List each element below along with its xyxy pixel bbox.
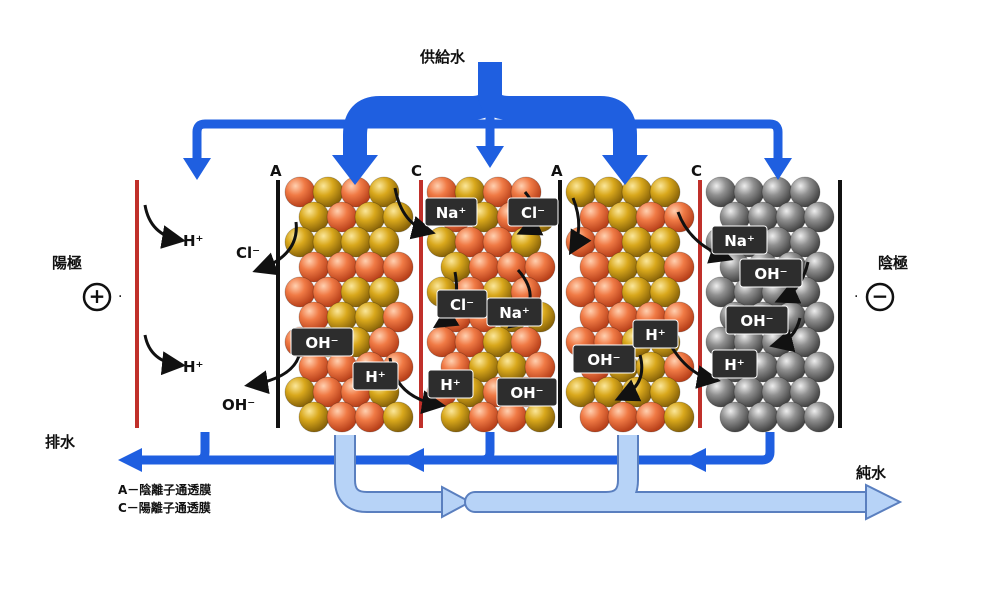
resin-bead [747,401,779,433]
legend-anion-membrane: A－陰離子通透膜 [118,482,211,497]
resin-bead [326,401,358,433]
resin-bead [663,401,695,433]
resin-bead [607,401,639,433]
ion-label-oh-3: OH⁻ [587,351,620,369]
ion-label-h-3: H⁺ [645,326,665,344]
resin-bead [649,276,681,308]
ion-label-oh-4: OH⁻ [754,265,787,283]
resin-bead [382,301,414,333]
resin-beads [284,176,835,433]
anion-membrane-1 [276,180,280,428]
resin-bead [368,276,400,308]
cathode-plate [838,180,842,428]
resin-bead [789,176,821,208]
resin-bead [649,376,681,408]
ion-label-h-2: H⁺ [440,376,460,394]
ion-oh-free: OH⁻ [222,396,255,414]
ion-label-h-1: H⁺ [365,368,385,386]
svg-text:·: · [118,289,122,305]
cation-membrane-1 [419,180,423,428]
ion-box-bg [290,327,354,357]
resin-bead [803,251,835,283]
anode-label: 陽極 [52,254,82,272]
feed-water-flow [183,62,792,185]
resin-bead [789,376,821,408]
resin-bead [635,401,667,433]
resin-bead [649,226,681,258]
ion-label-na-1: Na⁺ [436,204,467,222]
resin-bead [663,351,695,383]
resin-bead [719,401,751,433]
ion-box-bg [632,319,679,349]
resin-bead [524,251,556,283]
ion-label-oh-5: OH⁻ [740,312,773,330]
ion-label-cl-1: Cl⁻ [521,204,545,222]
ion-label-na-2: Na⁺ [499,304,530,322]
ion-label-oh-1: OH⁻ [305,334,338,352]
ion-label-na-3: Na⁺ [724,232,755,250]
resin-bead [663,251,695,283]
svg-text:+: + [89,284,106,308]
ion-label-cl-2: Cl⁻ [450,296,474,314]
resin-bead [775,401,807,433]
ion-cl-free: Cl⁻ [236,244,260,262]
membrane-mark-a1: A [270,162,282,180]
resin-bead [803,351,835,383]
ion-box-bg [496,377,558,407]
resin-bead [368,226,400,258]
ion-box-bg [486,297,543,327]
resin-bead [368,326,400,358]
membranes [276,180,702,428]
drain-flow [118,432,775,472]
svg-text:−: − [872,284,889,308]
anion-membrane-2 [558,180,562,428]
ion-h-plus-2: H⁺ [183,358,203,376]
ion-box-bg [711,349,758,379]
ion-box-bg [507,197,559,227]
resin-bead [803,201,835,233]
resin-bead [354,401,386,433]
electrodes [135,180,842,428]
ion-label-h-4: H⁺ [724,356,744,374]
resin-bead [468,401,500,433]
ion-box-bg [739,258,803,288]
resin-bead [382,401,414,433]
ion-box-bg [352,361,399,391]
membrane-mark-c1: C [411,162,422,180]
resin-bead [789,226,821,258]
resin-bead [382,251,414,283]
cation-membrane-2 [698,180,702,428]
ion-box-bg [711,225,768,255]
svg-text:·: · [854,289,858,305]
legend-cation-membrane: C－陽離子通透膜 [118,500,211,515]
anode-plus-icon: + [82,282,112,312]
ion-box-bg [572,344,636,374]
resin-bead [440,401,472,433]
pure-water-flow [334,435,903,521]
ion-box-bg [725,305,789,335]
resin-bead [803,301,835,333]
resin-bead [368,176,400,208]
cathode-minus-icon: − [865,282,895,312]
drain-label: 排水 [45,433,76,451]
feed-water-label: 供給水 [419,48,466,66]
ion-box-bg [427,369,474,399]
resin-bead [803,401,835,433]
ion-label-oh-2: OH⁻ [510,384,543,402]
ion-h-plus-1: H⁺ [183,232,203,250]
resin-bead [579,401,611,433]
anode-plate [135,180,139,428]
membrane-mark-a2: A [551,162,563,180]
ion-box-bg [424,197,478,227]
resin-bead [649,176,681,208]
membrane-mark-c2: C [691,162,702,180]
ion-boxes: OH⁻ H⁺ Na⁺ Cl⁻ Cl⁻ Na⁺ H⁺ OH⁻ OH⁻ H⁺ Na⁺ OH⁻ OH⁻ H⁺ [290,197,803,407]
resin-bead [298,401,330,433]
pure-water-label: 純水 [856,464,887,482]
cathode-label: 陰極 [878,254,908,272]
